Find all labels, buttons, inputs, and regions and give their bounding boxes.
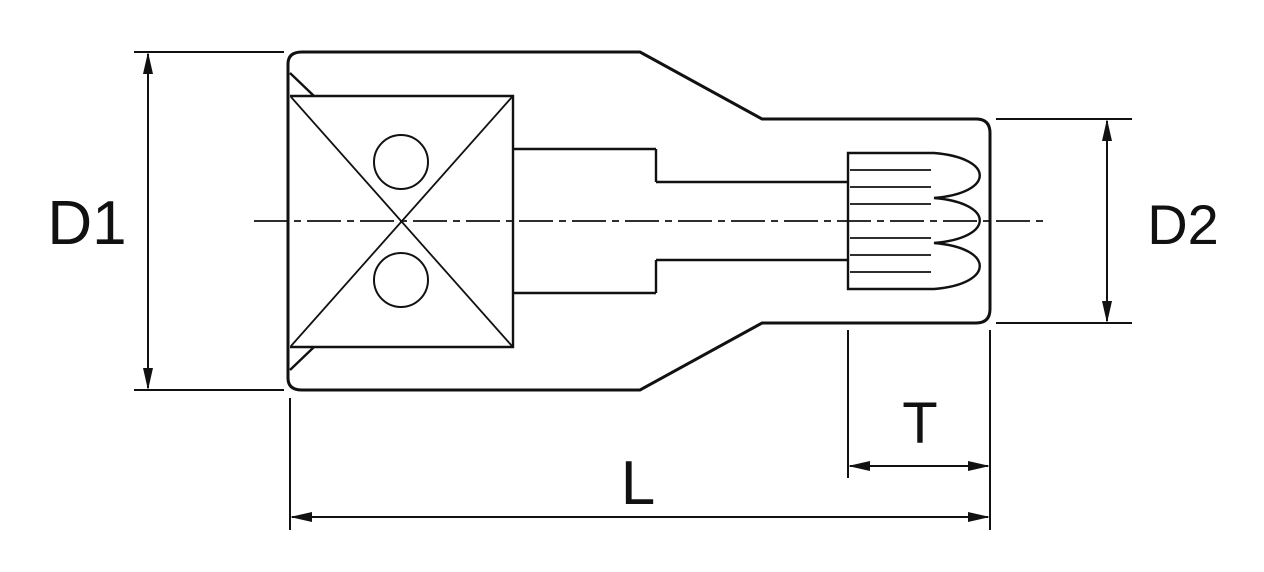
socket-body-section bbox=[286, 50, 992, 392]
step-bore-outline bbox=[513, 147, 658, 295]
t-arrow-left bbox=[848, 461, 870, 471]
l-arrow-right bbox=[968, 512, 990, 522]
t-arrow-right bbox=[968, 461, 990, 471]
label-t: T bbox=[902, 391, 937, 456]
dimension-d1: D1 bbox=[47, 51, 284, 391]
inner-bores bbox=[513, 147, 848, 295]
detent-hole-top bbox=[373, 134, 429, 190]
label-l: L bbox=[621, 449, 655, 518]
torx-recess bbox=[846, 151, 981, 291]
d2-arrow-bottom bbox=[1102, 301, 1112, 323]
label-d2: D2 bbox=[1147, 193, 1219, 256]
torx-flutes bbox=[850, 169, 931, 273]
torx-recess-outline bbox=[846, 151, 981, 291]
label-d1: D1 bbox=[47, 189, 126, 258]
square-drive-cavity bbox=[289, 72, 515, 371]
detent-hole-bottom bbox=[373, 252, 429, 308]
d2-arrow-top bbox=[1102, 119, 1112, 141]
dimension-l: L bbox=[289, 398, 990, 530]
l-arrow-left bbox=[290, 512, 312, 522]
drive-chamfer-top bbox=[289, 72, 315, 97]
d1-arrow-bottom bbox=[143, 368, 153, 390]
dimension-t: T bbox=[847, 330, 991, 530]
d1-arrow-top bbox=[143, 52, 153, 74]
dimension-d2: D2 bbox=[996, 118, 1219, 324]
drive-chamfer-bottom bbox=[289, 346, 315, 371]
